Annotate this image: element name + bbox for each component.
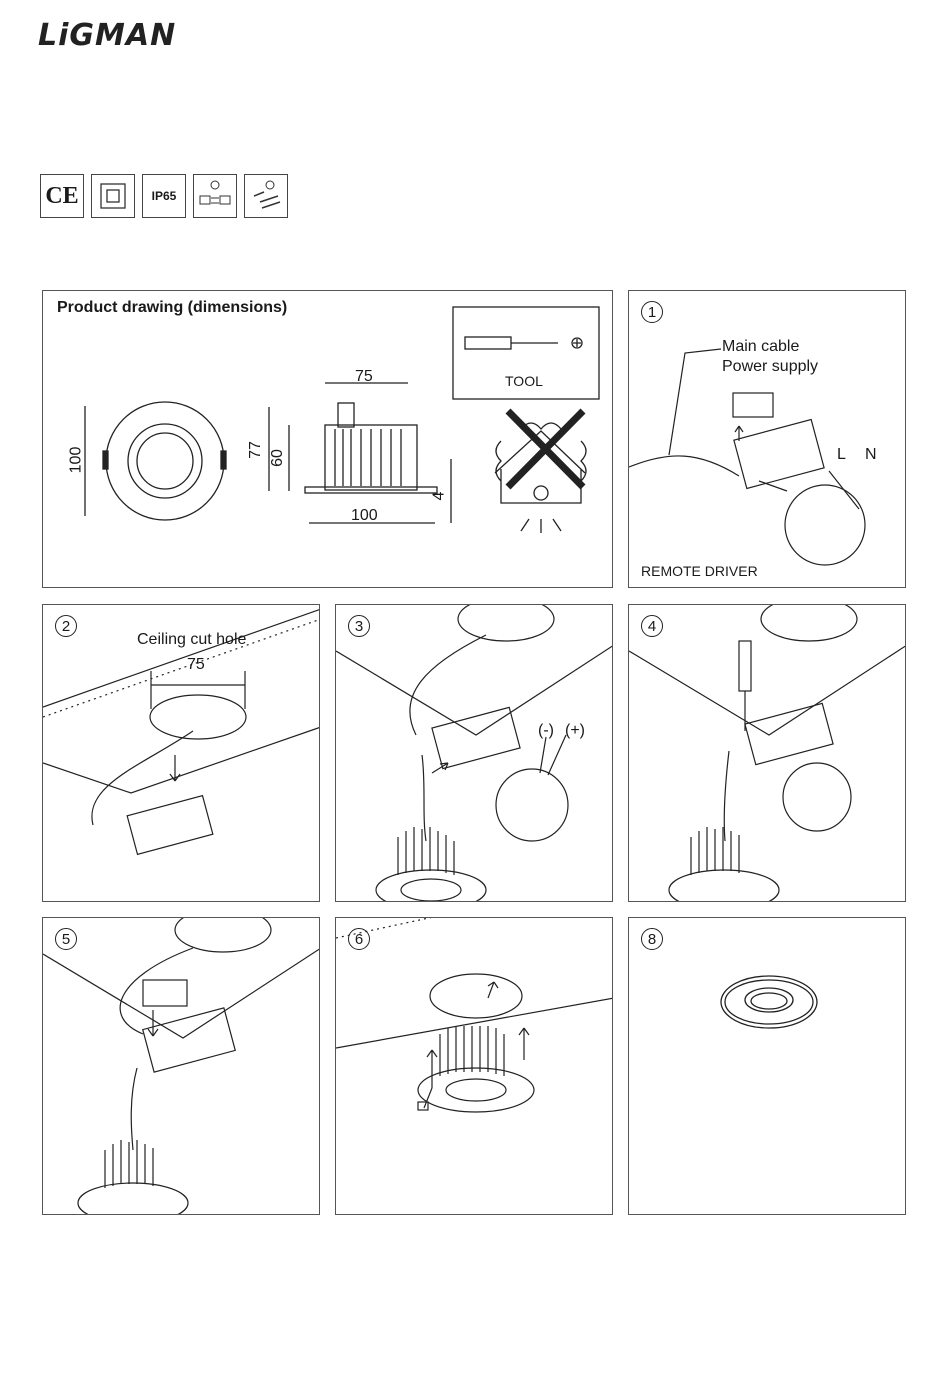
step-2-panel: 2 Ceiling cut hole 75 [42,604,320,902]
class-two-icon [91,174,135,218]
step-8-panel: 8 [628,917,906,1215]
dim-width-top: 75 [355,368,373,386]
ceiling-cut-illustration [43,605,320,902]
certification-icons: CE IP65 [40,174,288,218]
interchangeable-icon [193,174,237,218]
dim-rim: 4 [430,492,448,501]
dim-bottom: 100 [351,507,378,525]
ip65-icon: IP65 [142,174,186,218]
product-drawing-panel: Product drawing (dimensions) [42,290,613,588]
negative-label: (-) [538,722,554,740]
insert-luminaire-illustration [336,918,613,1215]
screw-terminal-illustration [629,605,906,902]
driver-wiring-illustration [629,291,906,588]
neutral-label: N [865,446,877,464]
close-cover-illustration [43,918,320,1215]
step-3-panel: 3 (-) (+) [335,604,613,902]
dim-height-left: 100 [67,447,85,474]
dimension-drawing [43,291,613,588]
remote-driver-label: REMOTE DRIVER [641,563,758,579]
cut-hole-size-label: 75 [187,656,205,674]
dim-height-60: 60 [269,449,287,467]
tool-label: TOOL [505,373,543,389]
step-6-panel: 6 [335,917,613,1215]
step-4-panel: 4 [628,604,906,902]
positive-label: (+) [565,722,585,740]
step-5-panel: 5 [42,917,320,1215]
brand-logo: LiGMAN [38,18,176,53]
main-cable-label: Main cable [722,338,799,356]
step-1-panel: 1 Main cable Power supply L N REMOTE DRI… [628,290,906,588]
installed-luminaire-illustration [629,918,906,1215]
dim-height-77: 77 [247,441,265,459]
live-label: L [837,446,846,464]
power-supply-label: Power supply [722,358,818,376]
connect-led-illustration [336,605,613,902]
replaceable-icon [244,174,288,218]
ceiling-cut-hole-label: Ceiling cut hole [137,631,246,649]
ce-mark-icon: CE [40,174,84,218]
